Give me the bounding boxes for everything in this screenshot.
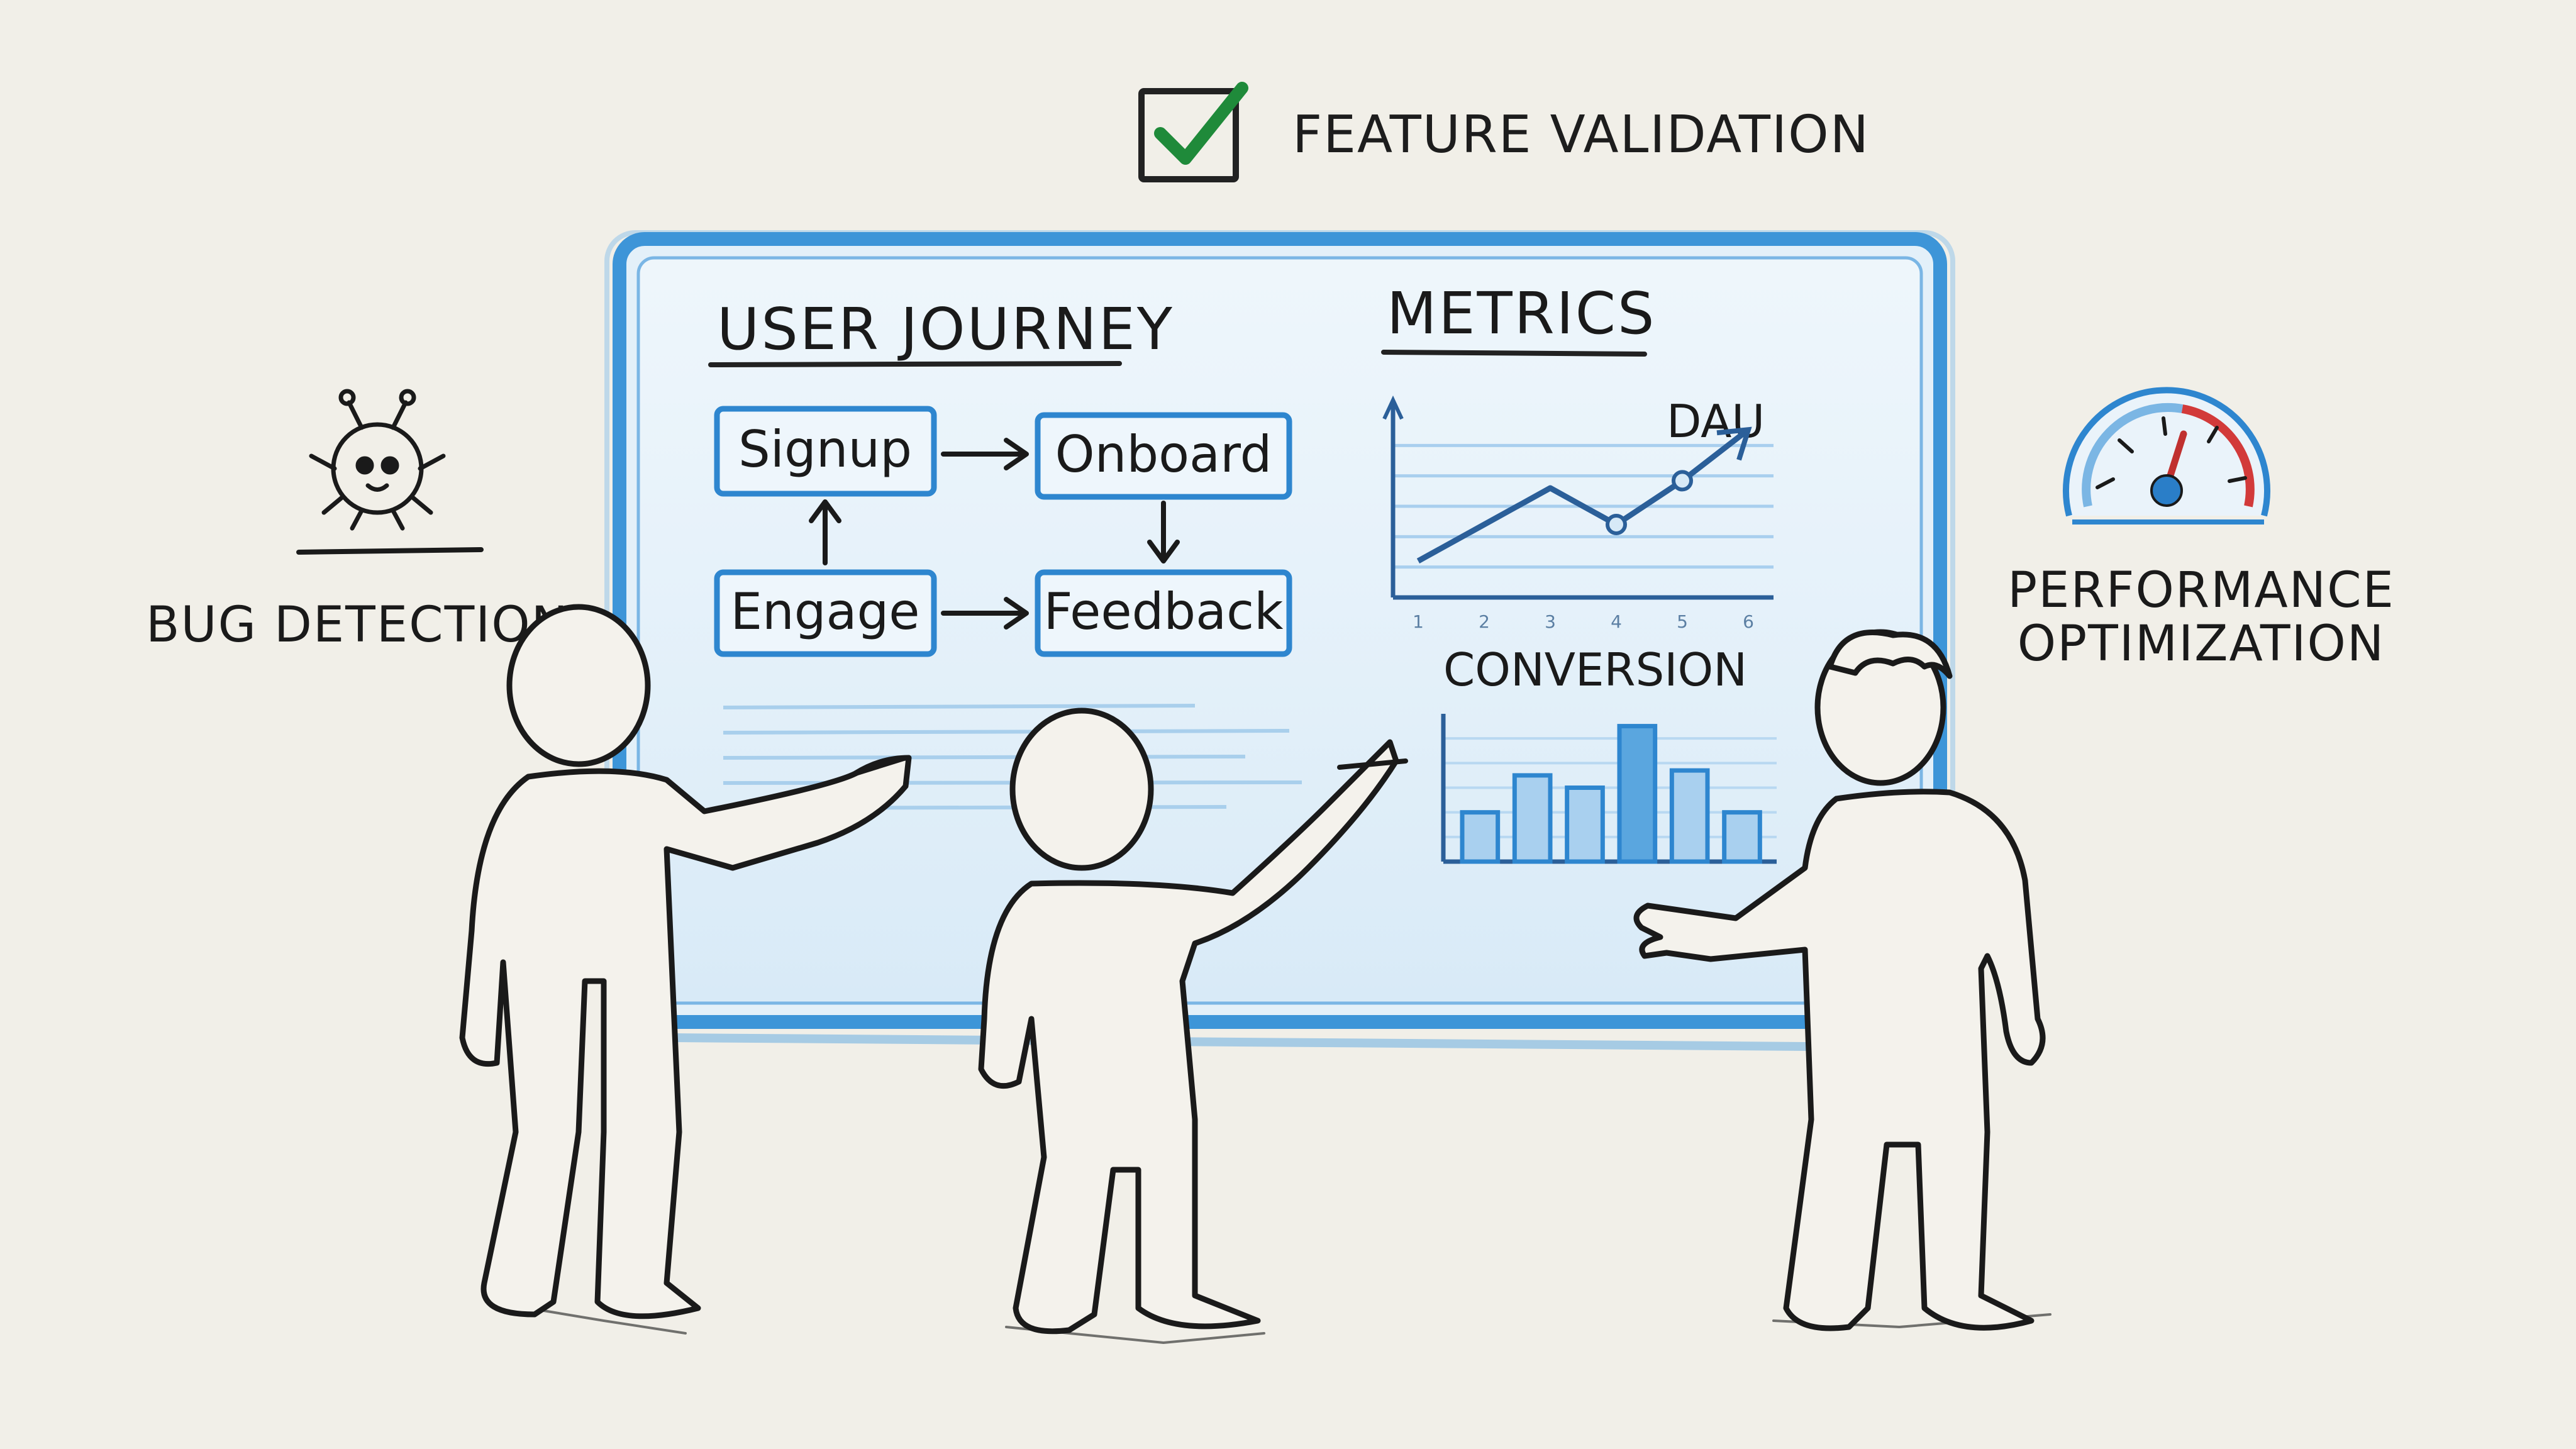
journey-title: USER JOURNEY	[717, 296, 1174, 363]
journey-node-onboard: Onboard	[1035, 412, 1292, 500]
bug-detection: BUG DETECTION	[146, 389, 569, 653]
dau-series-line	[1416, 427, 1750, 564]
performance-label-line1: PERFORMANCE	[2007, 562, 2395, 619]
arrow-signup-onboard	[941, 438, 1029, 470]
conversion-bar	[1617, 724, 1658, 864]
dau-line-chart: DAU 1 2 3 4 5 6	[1382, 395, 1774, 632]
dau-trend-arrowhead	[1716, 426, 1752, 461]
node-label: Onboard	[1055, 425, 1272, 484]
dau-x-tick-label: 1	[1413, 611, 1424, 632]
bug-icon	[309, 389, 446, 531]
dau-x-tick-label: 2	[1479, 611, 1490, 632]
bug-detection-label: BUG DETECTION	[146, 597, 569, 653]
dau-x-tick-label: 4	[1611, 611, 1622, 632]
journey-node-feedback: Feedback	[1035, 569, 1292, 657]
person-left-pointing	[459, 604, 912, 1335]
conversion-bar	[1722, 810, 1762, 864]
conversion-bar	[1460, 810, 1501, 864]
person-right-gesturing	[1633, 629, 2051, 1331]
arrow-engage-signup	[809, 499, 841, 565]
node-label: Signup	[738, 420, 912, 479]
speedometer-icon	[2063, 387, 2270, 525]
dashboard-screen: USER JOURNEY Signup Onboard Feedback Eng…	[604, 230, 1955, 1052]
journey-node-engage: Engage	[714, 569, 937, 657]
dau-y-axis-arrow	[1382, 395, 1404, 420]
node-label: Feedback	[1044, 582, 1284, 641]
conversion-bar	[1565, 786, 1605, 864]
journey-node-signup: Signup	[714, 406, 937, 497]
arrow-onboard-feedback	[1147, 501, 1180, 564]
feature-validation: FEATURE VALIDATION	[1138, 82, 1870, 182]
dau-point	[1672, 470, 1693, 492]
dau-series-label: DAU	[1667, 395, 1765, 448]
checkmark-box-icon	[1138, 82, 1248, 182]
dau-point	[1606, 514, 1627, 535]
feature-validation-label: FEATURE VALIDATION	[1292, 105, 1870, 165]
dau-x-tick-label: 5	[1677, 611, 1688, 632]
node-label: Engage	[730, 582, 919, 641]
dau-x-tick-label: 3	[1545, 611, 1556, 632]
metrics-title: METRICS	[1387, 280, 1656, 347]
conversion-bar	[1669, 768, 1710, 864]
performance-label-line2: OPTIMIZATION	[2018, 616, 2385, 672]
conversion-bar	[1512, 773, 1553, 864]
conversion-bar-chart: CONVERSION	[1441, 643, 1777, 864]
person-middle-pointing	[978, 708, 1408, 1344]
arrow-engage-feedback	[941, 597, 1029, 630]
performance-optimization: PERFORMANCE OPTIMIZATION	[2007, 387, 2395, 672]
conversion-title: CONVERSION	[1443, 643, 1747, 696]
dau-x-tick-label: 6	[1743, 611, 1754, 632]
